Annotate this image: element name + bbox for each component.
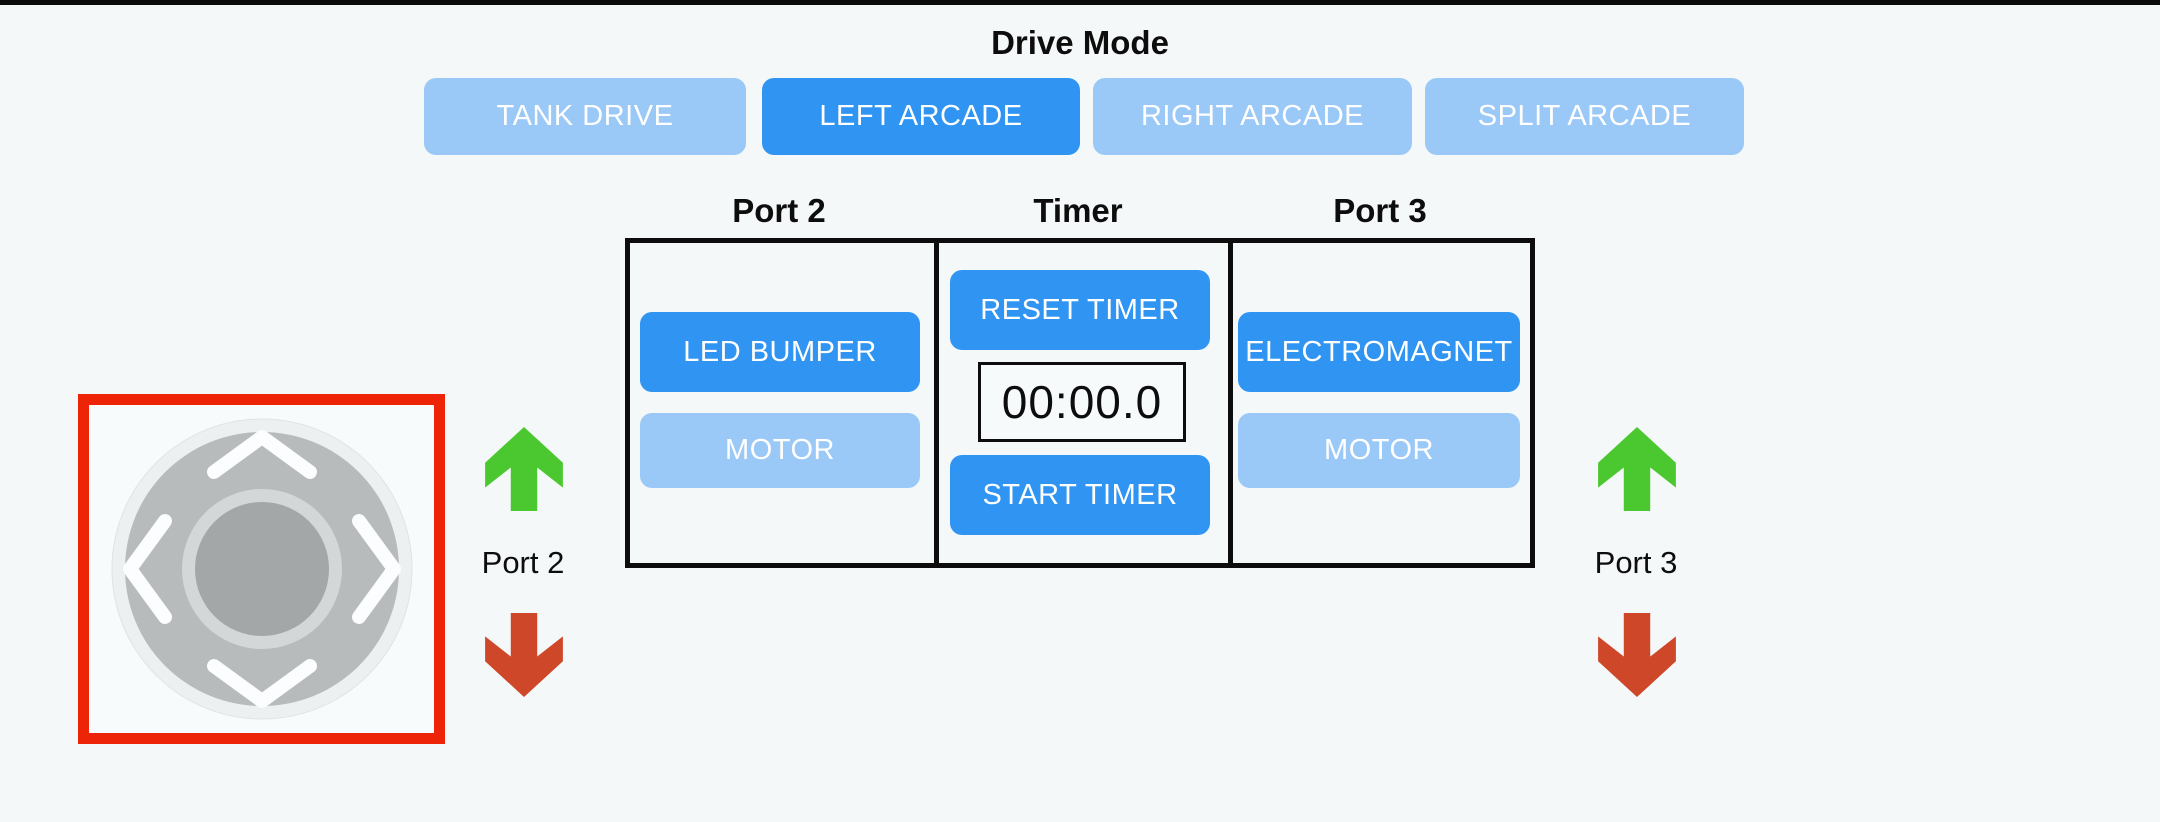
port2-red-down-arrow-icon xyxy=(485,613,563,697)
port3-column-header: Port 3 xyxy=(1333,192,1427,229)
split-arcade-button[interactable]: SPLIT ARCADE xyxy=(1425,78,1744,155)
joystick-knob[interactable] xyxy=(194,502,329,636)
right-chevron-icon xyxy=(351,514,401,624)
port3-indicator-label: Port 3 xyxy=(1594,545,1678,580)
port2-indicator-label: Port 2 xyxy=(481,545,565,580)
down-chevron-icon xyxy=(206,659,317,708)
port2-motor-button[interactable]: MOTOR xyxy=(640,413,920,488)
left-chevron-icon xyxy=(122,514,172,624)
right-arcade-button[interactable]: RIGHT ARCADE xyxy=(1093,78,1412,155)
joystick-graphic xyxy=(111,418,412,720)
port2-column-header: Port 2 xyxy=(732,192,826,229)
reset-timer-button[interactable]: RESET TIMER xyxy=(950,270,1210,350)
timer-column-header: Timer xyxy=(1033,192,1123,229)
drive-mode-title: Drive Mode xyxy=(991,24,1169,61)
port3-red-down-arrow-icon xyxy=(1598,613,1676,697)
left-arcade-button[interactable]: LEFT ARCADE xyxy=(762,78,1080,155)
tank-drive-button[interactable]: TANK DRIVE xyxy=(424,78,746,155)
led-bumper-button[interactable]: LED BUMPER xyxy=(640,312,920,392)
control-panel-table xyxy=(625,238,1535,568)
timer-display: 00:00.0 xyxy=(978,362,1186,442)
column-divider xyxy=(934,243,939,563)
port3-green-up-arrow-icon xyxy=(1598,427,1676,511)
port3-motor-button[interactable]: MOTOR xyxy=(1238,413,1520,488)
electromagnet-button[interactable]: ELECTROMAGNET xyxy=(1238,312,1520,392)
port2-green-up-arrow-icon xyxy=(485,427,563,511)
top-border-bar xyxy=(0,0,2160,5)
column-divider xyxy=(1228,243,1233,563)
up-chevron-icon xyxy=(206,430,317,479)
joystick[interactable] xyxy=(78,394,445,744)
start-timer-button[interactable]: START TIMER xyxy=(950,455,1210,535)
